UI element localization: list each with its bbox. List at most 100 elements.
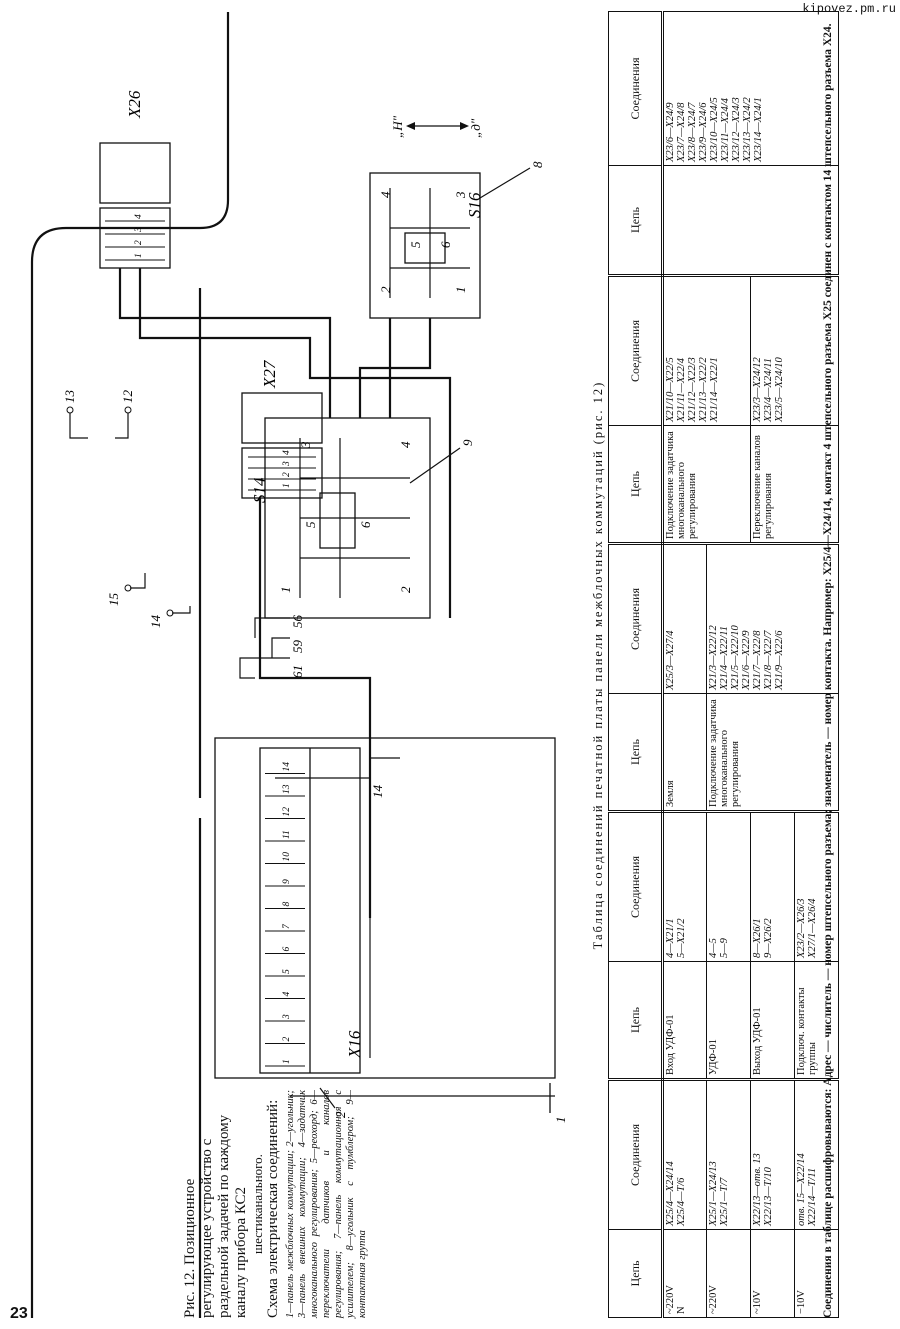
th-circuit-1: Цепь (608, 1229, 663, 1318)
x27-pin-label: 2 (282, 472, 292, 477)
pos-n-label: „Н" (390, 115, 405, 138)
t56-label: 56 (290, 615, 305, 629)
cell-circuit (662, 165, 839, 276)
th-conn-2: Соединения (608, 811, 663, 962)
terminal-14-wire (172, 606, 191, 614)
terminal-13 (66, 406, 74, 414)
s16-p4: 4 (378, 191, 393, 198)
table-row: ~220V N X25/4—X24/14 X25/4—T/6 Вход УДФ-… (662, 11, 839, 1318)
s16-switch (404, 232, 446, 264)
x27-pin-label: 3 (282, 461, 292, 467)
terminal-15-wire (130, 573, 146, 589)
s14-p4: 4 (398, 441, 413, 448)
outer-frame-top (30, 12, 230, 1318)
leader-9 (409, 447, 461, 484)
cell-circuit: Земля (662, 693, 707, 812)
pos-d-label: „д" (468, 118, 483, 138)
terminal-14 (166, 609, 174, 617)
s16-label: S16 (465, 192, 484, 218)
cell-circuit: ~220V (706, 1229, 751, 1318)
x16-pin-label: 14 (282, 762, 292, 772)
x27-pin-label: 1 (282, 483, 292, 488)
x27-pin-group: 1 2 3 4 (248, 450, 316, 491)
x26-pin-label: 2 (134, 240, 144, 245)
cell-conn: X25/3—X27/4 (662, 543, 707, 694)
s16-p6: 6 (438, 241, 453, 248)
s16-p2: 2 (378, 286, 393, 293)
cell-conn: X21/10—X22/5 X21/11—X22/4 X21/12—X22/3 X… (662, 275, 751, 426)
panel-1-outline (214, 737, 556, 1079)
s16-p5: 5 (408, 241, 423, 248)
x27-label: X27 (260, 359, 279, 389)
th-circuit-4: Цепь (608, 425, 663, 544)
x27-pin-label: 4 (282, 450, 292, 455)
th-circuit-5: Цепь (608, 165, 663, 276)
x16-pin-label: 2 (282, 1037, 292, 1042)
cell-conn: X25/1—X24/13 X25/1—T/7 (706, 1079, 751, 1230)
t59-label: 59 (290, 640, 305, 654)
terminal-13-wire (69, 413, 88, 439)
s14-p5: 5 (303, 521, 318, 528)
label-1: 1 (553, 1117, 568, 1124)
table-title: Таблица соединений печатной платы панели… (591, 380, 605, 950)
rotated-page: Рис. 12. Позиционное регулирующее устрой… (10, 11, 890, 1318)
s14-switch (319, 492, 356, 549)
terminal-15-label: 15 (106, 593, 121, 607)
wire-label-14: 14 (370, 785, 385, 799)
x16-pin-label: 1 (282, 1059, 292, 1064)
x16-pin-label: 8 (282, 902, 292, 907)
x26-pin-label: 4 (134, 214, 144, 219)
th-conn-1: Соединения (608, 1079, 663, 1230)
x16-pin-label: 7 (282, 923, 292, 929)
x16-pin-label: 5 (282, 969, 292, 974)
s14-contacts (299, 438, 410, 598)
x16-pin-label: 13 (282, 784, 292, 794)
terminal-15 (124, 584, 132, 592)
x16-label: X16 (345, 1030, 364, 1059)
cell-circuit: Вход УДФ-01 (662, 961, 707, 1080)
x16-pin-label: 11 (282, 830, 292, 839)
s14-p2: 2 (398, 586, 413, 593)
leader-8 (479, 167, 531, 199)
terminal-12 (124, 406, 132, 414)
wire-s14-s16-b (358, 318, 432, 418)
s14-label: S14 (250, 477, 269, 503)
th-circuit-2: Цепь (608, 961, 663, 1080)
th-conn-5: Соединения (608, 11, 663, 166)
terminal-12-wire (115, 413, 129, 439)
th-conn-3: Соединения (608, 543, 663, 694)
wire-x26-s14 (118, 268, 332, 418)
s14-p1: 1 (278, 587, 293, 594)
cell-circuit: ~10V (750, 1229, 795, 1318)
terminal-12-label: 12 (120, 390, 135, 404)
x26-connector-b (99, 142, 171, 204)
t61-label: 61 (290, 665, 305, 678)
terminal-14-label: 14 (148, 615, 163, 629)
s14-p6: 6 (358, 521, 373, 528)
x16-pin-label: 9 (282, 879, 292, 884)
cell-conn: 4—5 5—9 (706, 811, 751, 962)
x16-pin-label: 10 (282, 852, 292, 862)
cell-conn: 8—X26/1 9—X26/2 (750, 811, 795, 962)
x26-pin-label: 3 (134, 227, 144, 233)
page-number: 23 (10, 1305, 28, 1322)
x16-pin-label: 4 (282, 992, 292, 997)
s16-contacts (389, 188, 470, 298)
x26-label: X26 (125, 90, 144, 119)
cell-conn: X22/13—отв. 13 X22/13—T/10 (750, 1079, 795, 1230)
s16-p3: 3 (453, 191, 468, 199)
x16-pin-label: 12 (282, 807, 292, 817)
x26-connector-a (99, 207, 171, 269)
label-2: 2 (333, 1111, 348, 1118)
cell-circuit: Подключение задатчика многоканального ре… (706, 693, 839, 812)
th-conn-4: Соединения (608, 275, 663, 426)
terminal-13-label: 13 (62, 390, 77, 404)
table-note: Соединения в таблице расшифровываются: А… (822, 23, 834, 1318)
cell-conn: X25/4—X24/14 X25/4—T/6 (662, 1079, 707, 1230)
s14-block (264, 417, 431, 619)
s14-p3: 3 (298, 441, 313, 449)
cell-circuit: Подключение задатчика многоканального ре… (662, 425, 751, 544)
x27-connector-a (241, 447, 323, 499)
site-watermark: kipovez.pm.ru (802, 2, 896, 16)
